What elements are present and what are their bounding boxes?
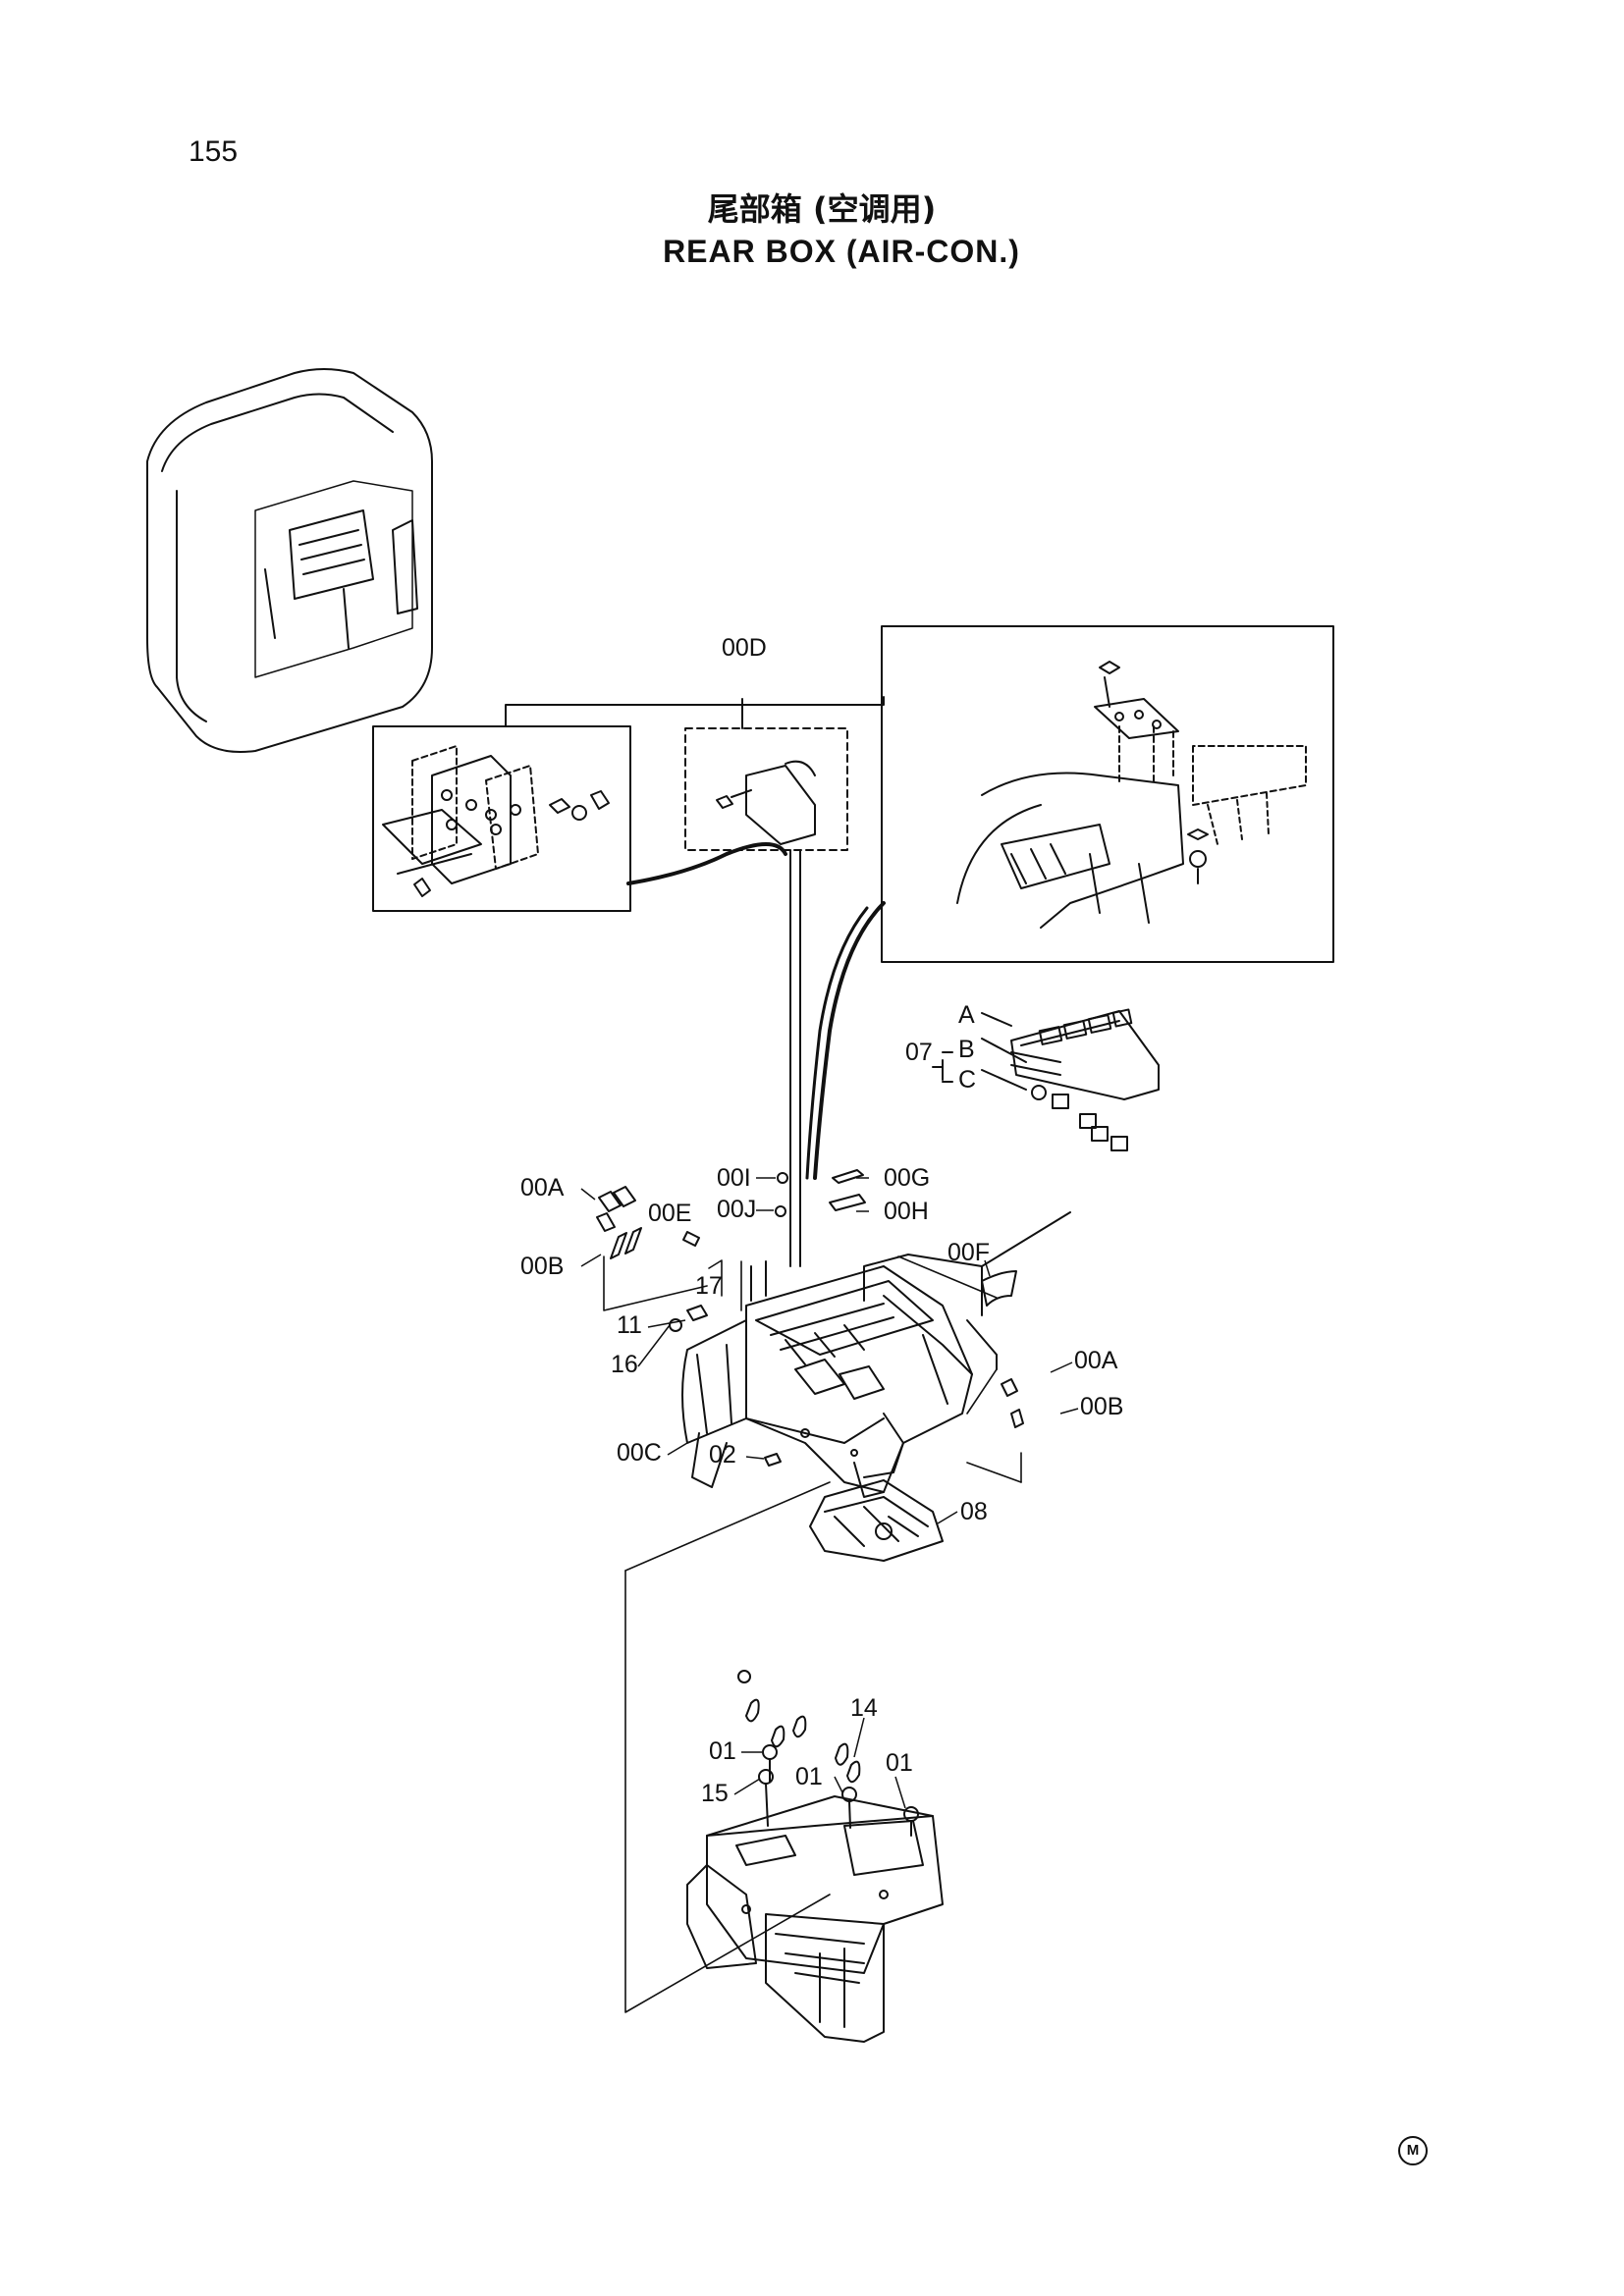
label-14: 14 <box>850 1694 878 1722</box>
cab-overview-illustration <box>146 368 433 753</box>
label-08: 08 <box>960 1498 988 1525</box>
label-01-c: 01 <box>886 1749 913 1777</box>
label-00A-right: 00A <box>1074 1347 1118 1374</box>
label-01-a: 01 <box>709 1737 736 1765</box>
label-01-b: 01 <box>795 1763 823 1790</box>
label-00I: 00I <box>717 1164 751 1192</box>
label-ticks <box>580 1177 1079 1809</box>
lower-frame <box>686 1795 944 2043</box>
label-15: 15 <box>701 1780 729 1807</box>
label-02: 02 <box>709 1441 736 1468</box>
label-16: 16 <box>611 1351 638 1378</box>
label-00A-left: 00A <box>520 1174 565 1201</box>
label-00J: 00J <box>717 1196 756 1223</box>
switch-panel-07 <box>932 1008 1160 1151</box>
label-00F: 00F <box>947 1239 990 1266</box>
left-detail-box <box>372 725 631 912</box>
label-A: A <box>958 1001 975 1029</box>
label-C: C <box>958 1066 976 1094</box>
label-00B-right: 00B <box>1080 1393 1123 1420</box>
label-00G: 00G <box>884 1164 930 1192</box>
small-parts-left <box>596 1169 1024 1467</box>
title-chinese: 尾部箱 (空调用) <box>707 190 937 228</box>
label-00D: 00D <box>722 634 767 662</box>
rear-box-body <box>681 1211 1071 1498</box>
corner-mark: M <box>1398 2136 1428 2165</box>
title-english: REAR BOX (AIR-CON.) <box>663 234 1020 269</box>
label-17: 17 <box>695 1272 723 1300</box>
label-11: 11 <box>617 1311 642 1339</box>
label-07: 07 <box>905 1039 933 1066</box>
callout-labels: 00D 07 A B C 00I 00G 00J 00H 00A 00E 00B… <box>520 634 1123 1807</box>
label-B: B <box>958 1036 975 1063</box>
lower-hardware <box>737 1670 919 1837</box>
label-00B-left: 00B <box>520 1253 564 1280</box>
label-00E: 00E <box>648 1200 691 1227</box>
page-number: 155 <box>189 135 239 168</box>
detail-00D-inset <box>684 727 848 851</box>
bracket-08 <box>809 1479 944 1562</box>
leader-lines <box>603 1255 1022 2013</box>
label-00C: 00C <box>617 1439 662 1467</box>
label-00H: 00H <box>884 1198 929 1225</box>
right-detail-box <box>881 625 1334 963</box>
